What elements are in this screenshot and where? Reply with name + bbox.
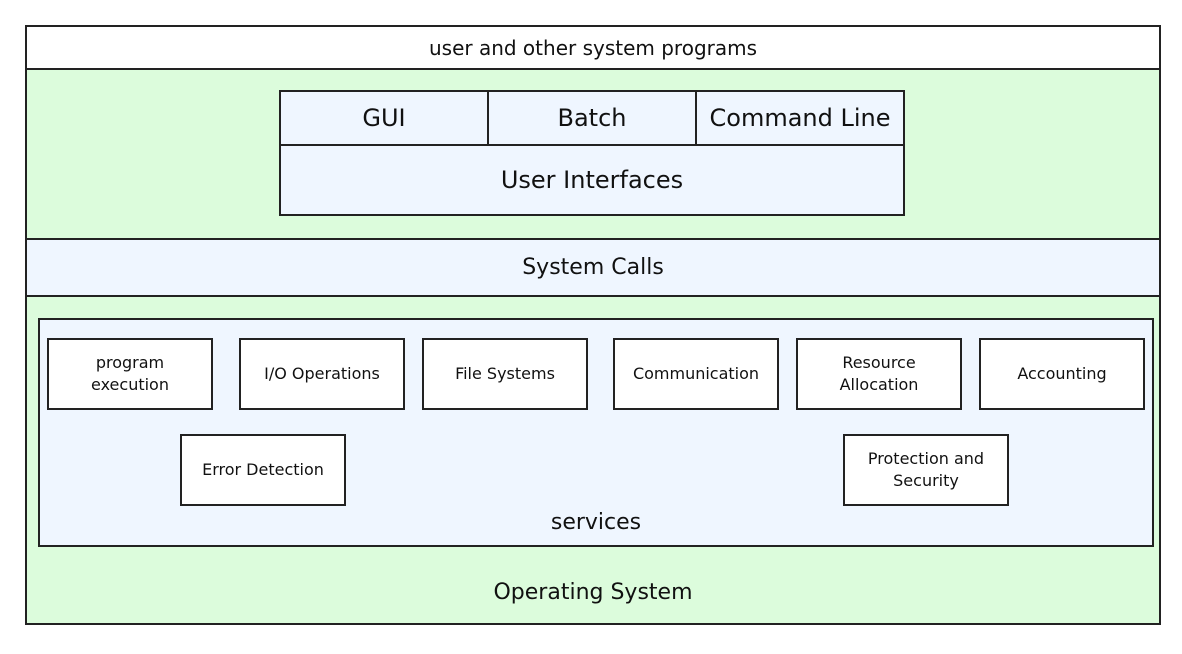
- ui-command-line-label: Command Line: [709, 104, 891, 132]
- system-calls-label: System Calls: [522, 255, 664, 280]
- service-error-detection: Error Detection: [180, 434, 346, 506]
- system-calls-layer: System Calls: [25, 238, 1161, 297]
- services-container: services: [38, 318, 1154, 547]
- ui-gui: GUI: [279, 90, 489, 146]
- service-error-detection-label: Error Detection: [202, 460, 324, 479]
- ui-batch: Batch: [487, 90, 697, 146]
- ui-gui-label: GUI: [362, 104, 406, 132]
- operating-system-label: Operating System: [493, 580, 693, 605]
- service-file-systems-label: File Systems: [455, 364, 555, 383]
- ui-batch-label: Batch: [557, 104, 627, 132]
- service-io-operations-label: I/O Operations: [264, 364, 380, 383]
- user-interfaces-label: User Interfaces: [500, 166, 684, 194]
- service-communication-label: Communication: [632, 364, 760, 383]
- services-label: services: [550, 510, 642, 535]
- user-programs-layer: user and other system programs: [25, 25, 1161, 70]
- service-program-execution: program execution: [47, 338, 213, 410]
- service-resource-allocation-label: Resource Allocation: [839, 353, 919, 394]
- service-accounting: Accounting: [979, 338, 1145, 410]
- service-protection-security: Protection and Security: [843, 434, 1009, 506]
- user-programs-label: user and other system programs: [428, 35, 758, 60]
- service-protection-security-label: Protection and Security: [867, 449, 985, 490]
- service-io-operations: I/O Operations: [239, 338, 405, 410]
- service-file-systems: File Systems: [422, 338, 588, 410]
- service-communication: Communication: [613, 338, 779, 410]
- ui-command-line: Command Line: [695, 90, 905, 146]
- service-resource-allocation: Resource Allocation: [796, 338, 962, 410]
- service-program-execution-label: program execution: [91, 353, 169, 394]
- service-accounting-label: Accounting: [1017, 364, 1107, 383]
